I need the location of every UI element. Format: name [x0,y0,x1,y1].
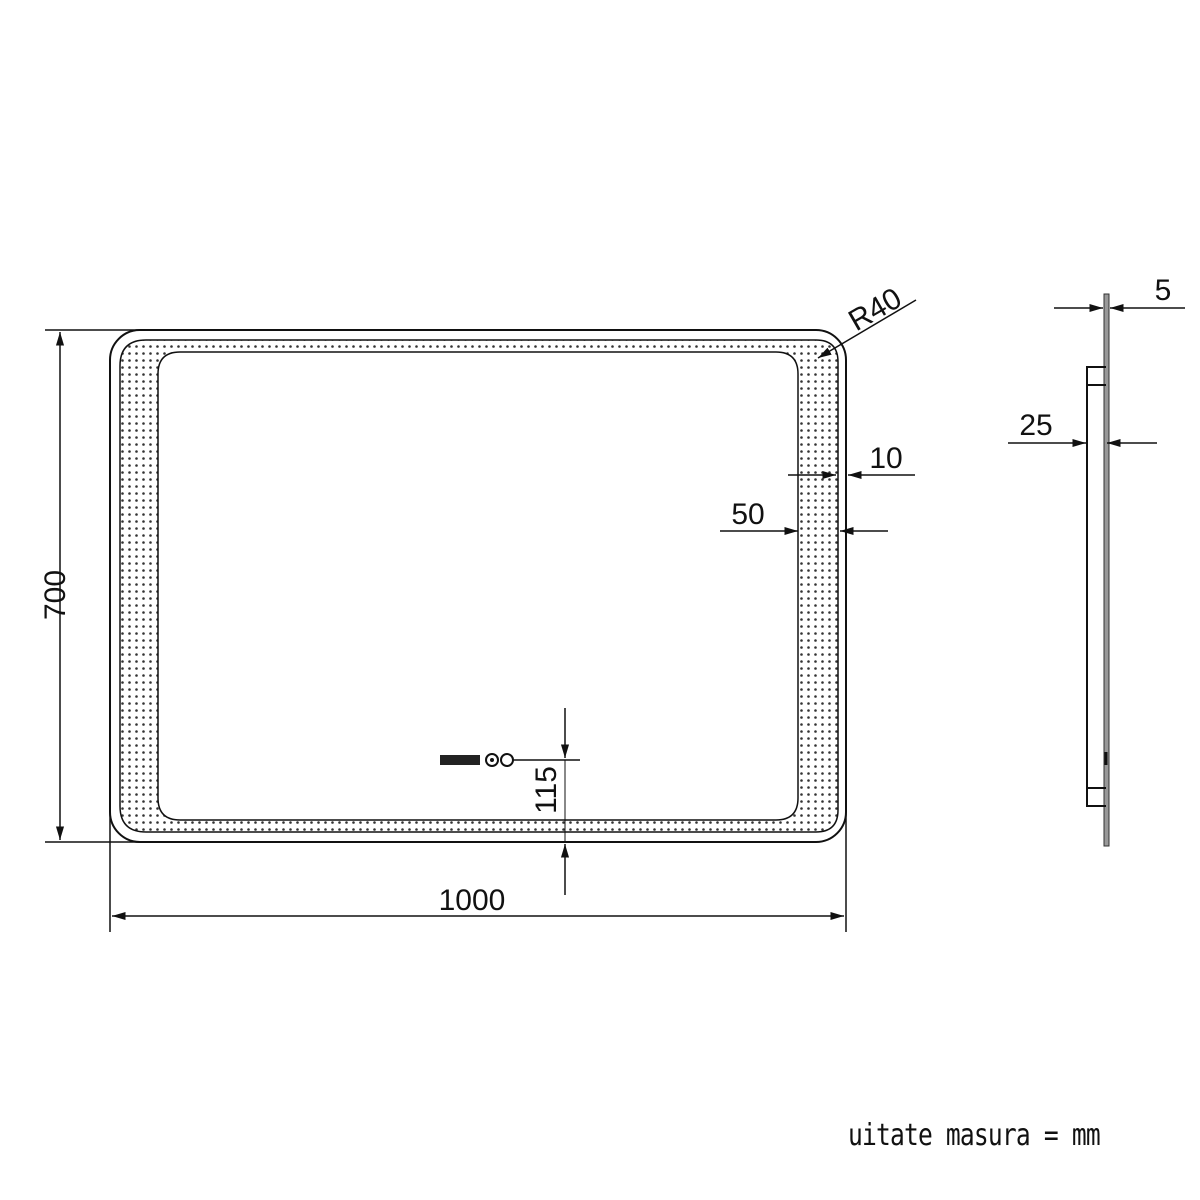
frame-profile [1086,366,1106,807]
front-view: 700 1000 115 R40 10 [39,282,917,932]
control-panel [440,753,514,767]
control-offset-dimension: 115 [512,708,580,895]
height-label: 700 [39,570,72,620]
mirror-outline [109,329,847,843]
unit-note: uitate masura = mm [848,1118,1101,1153]
led-width-dimension: 50 [720,498,888,536]
display-digits [440,755,480,765]
control-offset-label: 115 [530,766,563,814]
width-dimension: 1000 [109,800,847,932]
corner-radius-label: R40 [843,282,907,338]
glass-thickness-dimension: 5 [1054,274,1185,313]
touch-button-icon [485,753,499,767]
touch-button-icon [500,753,514,767]
glass-profile [1103,293,1110,847]
led-width-label: 50 [731,498,764,531]
width-label: 1000 [439,884,506,917]
side-view: 5 25 [1008,274,1185,847]
edge-gap-label: 10 [869,442,902,475]
led-strip [119,339,839,833]
depth-dimension: 25 [1008,409,1157,448]
edge-gap-dimension: 10 [788,442,915,480]
glass-thickness-label: 5 [1155,274,1172,307]
depth-label: 25 [1019,409,1052,442]
height-dimension: 700 [39,329,145,843]
